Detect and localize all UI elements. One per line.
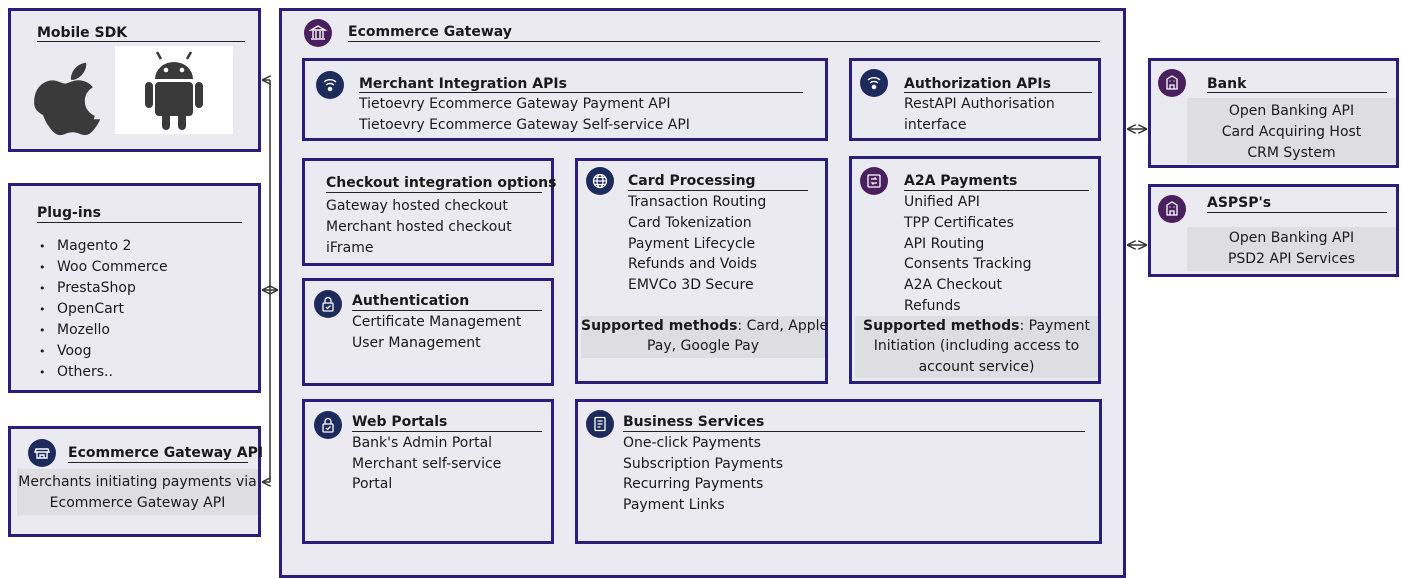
supported-label: Supported methods	[863, 318, 1020, 334]
a2a-line: Refunds	[904, 298, 961, 314]
a2a-title: A2A Payments	[904, 173, 1018, 189]
authentication-title: Authentication	[352, 293, 470, 309]
plugins-box: Plug-ins Magento 2 Woo Commerce PrestaSh…	[8, 183, 261, 393]
a2a-line: TPP Certificates	[904, 215, 1014, 231]
card-supported-methods: Supported methods: Card, Apple Pay, Goog…	[581, 316, 828, 358]
aspsp-title: ASPSP's	[1207, 195, 1272, 211]
supported-label: Supported methods	[581, 318, 738, 334]
list-item: Voog	[31, 341, 168, 362]
list-item: OpenCart	[31, 299, 168, 320]
aspsp-services: Open Banking API PSD2 API Services	[1187, 227, 1396, 271]
a2a-supported-methods: Supported methods: Payment Initiation (i…	[855, 316, 1098, 378]
checkout-line: Merchant hosted checkout	[326, 219, 512, 235]
a2a-line: Consents Tracking	[904, 256, 1032, 272]
title-underline	[348, 41, 1100, 42]
business-services-line: One-click Payments	[623, 435, 761, 451]
document-icon	[586, 410, 614, 438]
card-processing-line: Payment Lifecycle	[628, 236, 756, 252]
checkout-line: iFrame	[326, 240, 374, 256]
title-underline	[326, 192, 542, 193]
transfer-icon	[860, 167, 888, 195]
list-item: PrestaShop	[31, 278, 168, 299]
list-item: Magento 2	[31, 236, 168, 257]
checkout-line: Gateway hosted checkout	[326, 198, 508, 214]
merchant-api-line: Tietoevry Ecommerce Gateway Payment API	[359, 96, 671, 112]
bank-icon	[1158, 195, 1186, 223]
title-underline	[352, 310, 542, 311]
title-underline	[37, 41, 245, 42]
business-services-title: Business Services	[623, 414, 765, 430]
merchant-apis-box: Merchant Integration APIs Tietoevry Ecom…	[302, 58, 828, 141]
authentication-line: User Management	[352, 335, 481, 351]
card-processing-line: Transaction Routing	[628, 194, 767, 210]
authorization-apis-box: Authorization APIs RestAPI Authorisation…	[849, 58, 1101, 141]
bank-title: Bank	[1207, 76, 1247, 92]
list-item: Mozello	[31, 320, 168, 341]
mobile-sdk-box: Mobile SDK	[8, 8, 261, 152]
title-underline	[623, 431, 1085, 432]
business-services-line: Recurring Payments	[623, 476, 764, 492]
bank-icon	[1158, 69, 1186, 97]
auth-api-line: RestAPI Authorisation	[904, 96, 1055, 112]
apple-logo	[33, 61, 109, 137]
title-underline	[904, 190, 1089, 191]
android-logo	[115, 46, 233, 134]
a2a-line: Unified API	[904, 194, 980, 210]
api-signal-icon	[860, 69, 888, 97]
web-portals-line: Bank's Admin Portal	[352, 435, 493, 451]
checkout-options-box: Checkout integration options Gateway hos…	[302, 158, 557, 266]
authentication-box: Authentication Certificate Management Us…	[302, 278, 554, 386]
title-underline	[628, 190, 808, 191]
egw-api-title: Ecommerce Gateway API	[68, 445, 264, 461]
title-underline	[904, 92, 1092, 93]
gateway-title: Ecommerce Gateway	[348, 24, 512, 40]
egw-api-box: Ecommerce Gateway API Merchants initiati…	[8, 426, 264, 537]
mobile-sdk-title: Mobile SDK	[37, 25, 128, 41]
title-underline	[359, 92, 803, 93]
merchant-apis-title: Merchant Integration APIs	[359, 76, 567, 92]
egw-api-description: Merchants initiating payments via Ecomme…	[17, 469, 258, 515]
web-portals-line: Portal	[352, 476, 393, 492]
a2a-payments-box: A2A Payments Unified API TPP Certificate…	[849, 156, 1101, 384]
a2a-line: A2A Checkout	[904, 277, 1003, 293]
card-processing-title: Card Processing	[628, 173, 756, 189]
bank-box: Bank Open Banking API Card Acquiring Hos…	[1148, 58, 1399, 168]
aspsp-box: ASPSP's Open Banking API PSD2 API Servic…	[1148, 184, 1399, 277]
card-processing-line: Refunds and Voids	[628, 256, 757, 272]
business-services-line: Payment Links	[623, 497, 725, 513]
list-item: Others..	[31, 362, 168, 383]
title-underline	[1207, 212, 1387, 213]
a2a-line: API Routing	[904, 236, 985, 252]
list-item: Woo Commerce	[31, 257, 168, 278]
authentication-line: Certificate Management	[352, 314, 522, 330]
business-services-box: Business Services One-click Payments Sub…	[575, 399, 1102, 544]
authorization-apis-title: Authorization APIs	[904, 76, 1051, 92]
title-underline	[1207, 92, 1387, 93]
card-processing-line: EMVCo 3D Secure	[628, 277, 754, 293]
bank-building-icon	[304, 19, 332, 47]
business-services-line: Subscription Payments	[623, 456, 784, 472]
connector-lines	[0, 0, 1403, 565]
lock-icon	[314, 290, 342, 318]
card-processing-box: Card Processing Transaction Routing Card…	[575, 158, 828, 384]
auth-api-line: interface	[904, 117, 967, 133]
title-underline	[352, 431, 542, 432]
lock-icon	[314, 411, 342, 439]
globe-icon	[586, 167, 614, 195]
plugins-list: Magento 2 Woo Commerce PrestaShop OpenCa…	[31, 236, 168, 383]
title-underline	[37, 222, 242, 223]
web-portals-box: Web Portals Bank's Admin Portal Merchant…	[302, 399, 554, 544]
card-processing-line: Card Tokenization	[628, 215, 752, 231]
title-underline	[68, 462, 248, 463]
storefront-icon	[28, 439, 56, 467]
web-portals-line: Merchant self-service	[352, 456, 502, 472]
merchant-api-line: Tietoevry Ecommerce Gateway Self-service…	[359, 117, 690, 133]
web-portals-title: Web Portals	[352, 414, 448, 430]
api-signal-icon	[316, 71, 344, 99]
plugins-title: Plug-ins	[37, 205, 101, 221]
checkout-title: Checkout integration options	[326, 175, 557, 191]
bank-systems: Open Banking API Card Acquiring Host CRM…	[1187, 98, 1396, 164]
